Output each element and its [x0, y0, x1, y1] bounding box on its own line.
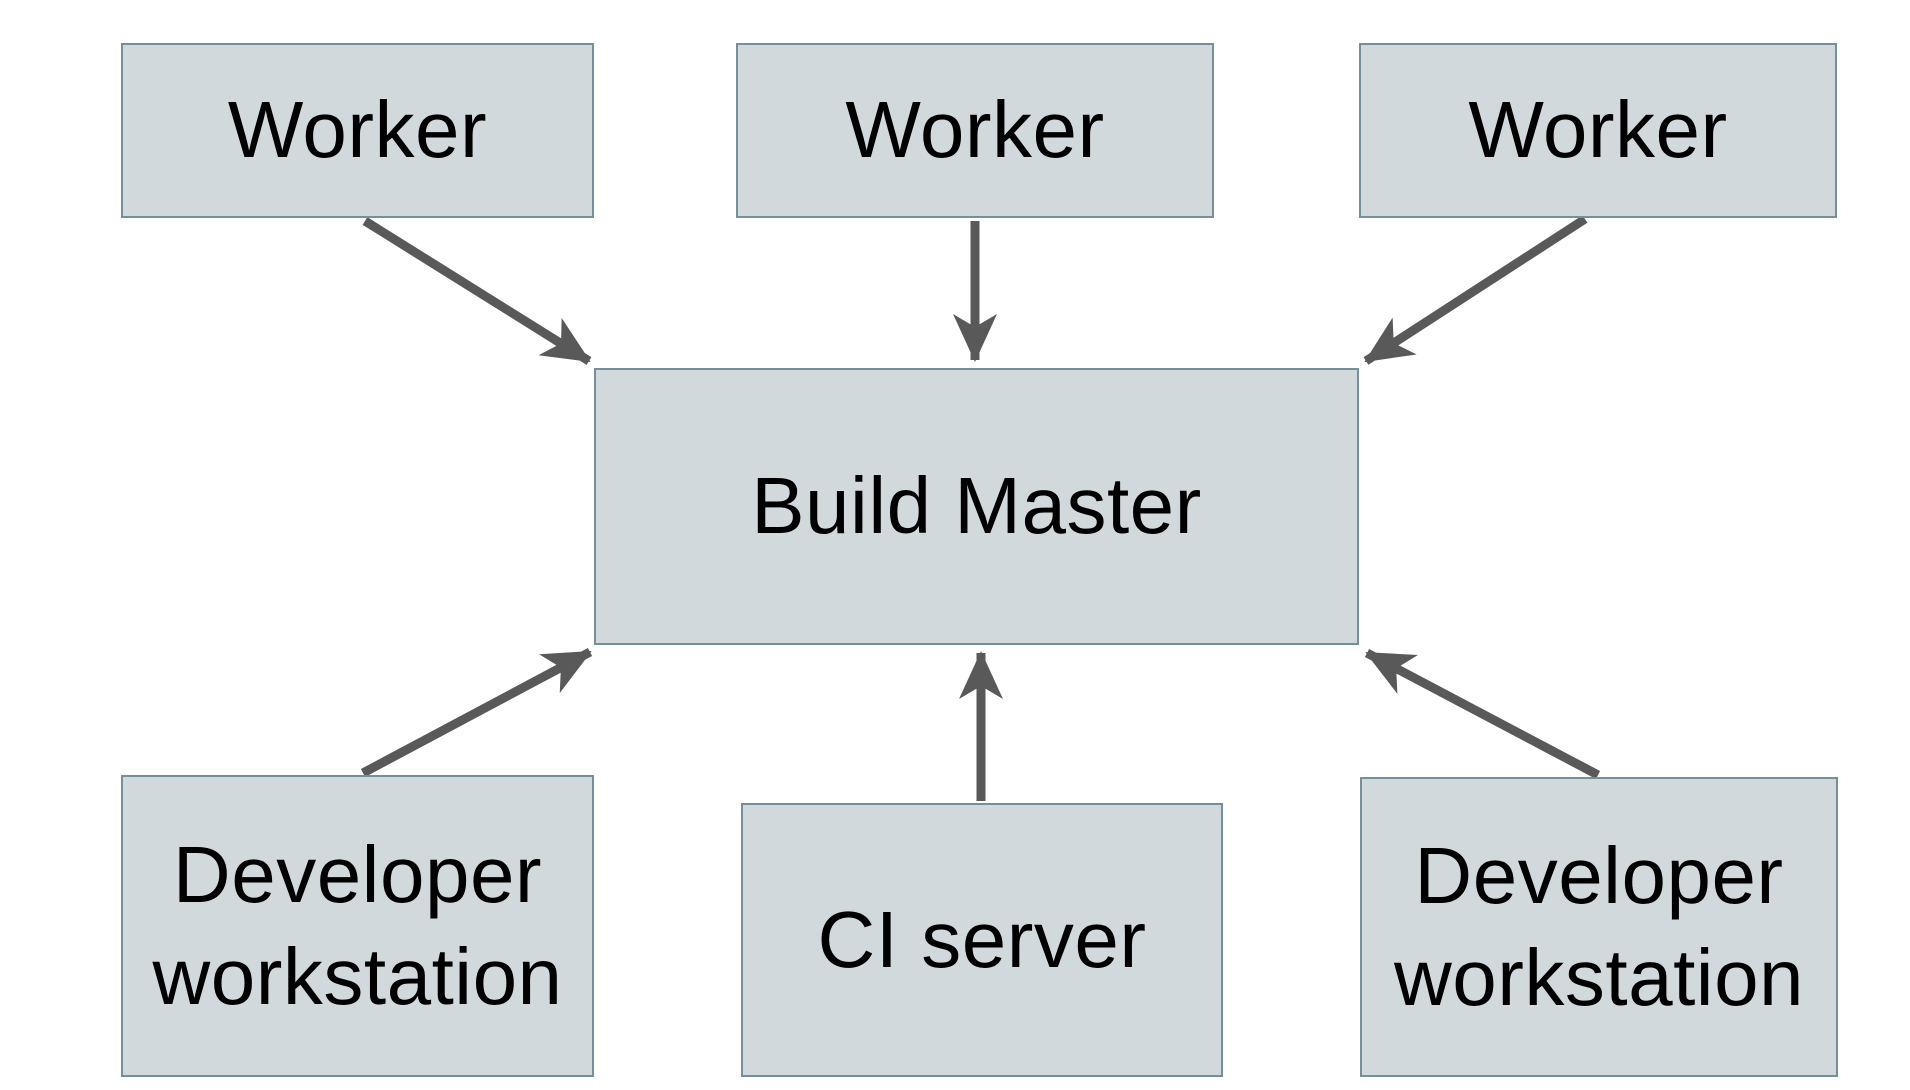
node-worker-3: Worker	[1359, 43, 1837, 218]
node-worker-1: Worker	[121, 43, 594, 218]
node-worker-2: Worker	[736, 43, 1214, 218]
edge-worker-1-to-build-master	[362, 217, 592, 365]
node-label: Worker	[1468, 85, 1728, 175]
edge-worker-3-to-build-master	[1363, 215, 1588, 365]
node-label: CI server	[817, 894, 1147, 984]
node-label: Build Master	[751, 461, 1202, 551]
edge-developer-workstation-2-to-build-master	[1364, 649, 1601, 779]
node-label: Developer workstation	[152, 829, 563, 1021]
node-developer-workstation-1: Developer workstation	[121, 775, 594, 1077]
node-label: Worker	[227, 85, 488, 175]
node-ci-server: CI server	[741, 803, 1223, 1077]
node-developer-workstation-2: Developer workstation	[1360, 777, 1838, 1077]
node-label: Developer workstation	[1393, 830, 1805, 1022]
node-build-master: Build Master	[594, 368, 1359, 645]
node-label: Worker	[845, 85, 1105, 175]
edge-developer-workstation-1-to-build-master	[360, 648, 593, 777]
